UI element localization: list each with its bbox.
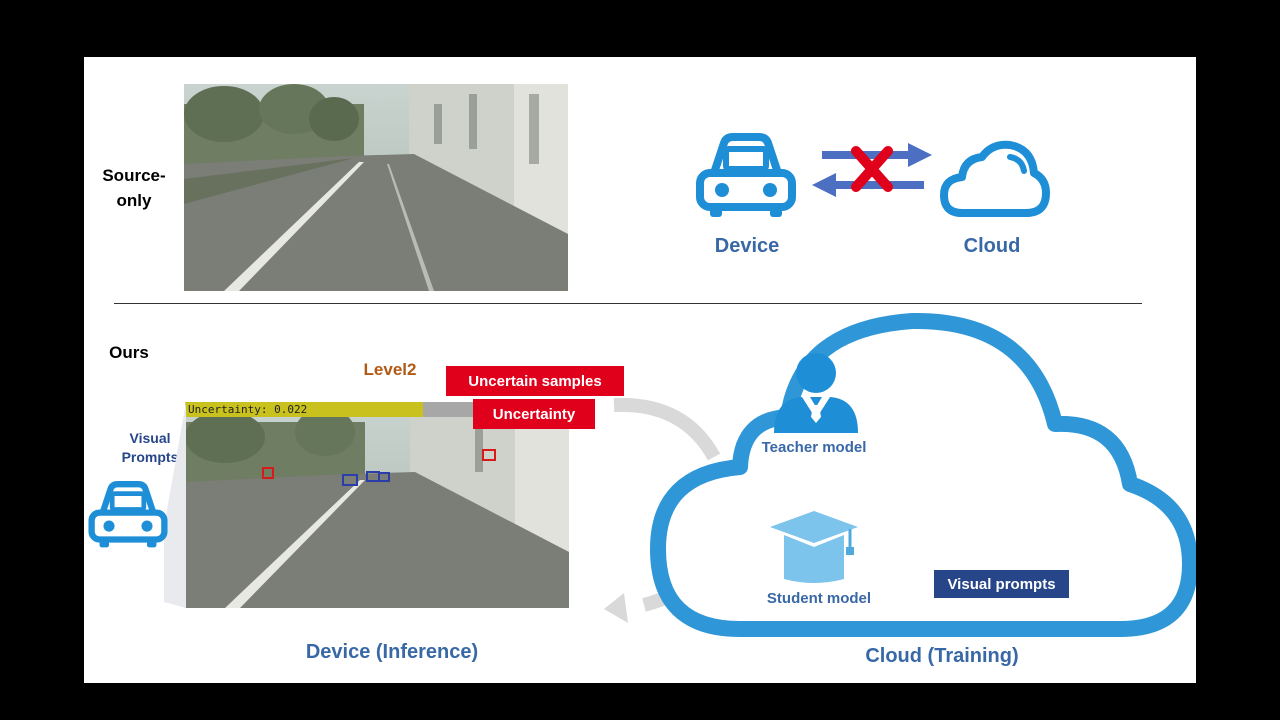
- car-icon-small: [88, 481, 168, 548]
- ours-label: Ours: [109, 343, 149, 362]
- teacher-icon: [774, 353, 858, 433]
- cloud-training-label: Cloud (Training): [865, 645, 1019, 667]
- uncertainty-tag: Uncertainty: [473, 399, 595, 429]
- street-scene-image-bottom: [185, 402, 569, 608]
- blocked-exchange-arrows: [812, 143, 932, 197]
- device-label: Device: [714, 235, 780, 257]
- street-scene-image-top: [184, 84, 568, 291]
- cloud-icon: [940, 140, 1050, 217]
- visual-prompts-side-label: Visual Prompts: [121, 430, 179, 465]
- teacher-model-label: Teacher model: [761, 439, 867, 456]
- slide: Source- only: [84, 57, 1196, 683]
- uncertainty-bar-fill: [185, 402, 423, 417]
- divider-line: [114, 303, 1142, 304]
- device-inference-label: Device (Inference): [305, 641, 479, 663]
- student-model-label: Student model: [766, 590, 872, 607]
- level-label: Level2: [363, 360, 417, 379]
- funnel-shape: [164, 402, 186, 608]
- graduation-cap-icon: [770, 511, 858, 583]
- cloud-label: Cloud: [963, 235, 1021, 257]
- uncertain-samples-tag: Uncertain samples: [446, 366, 624, 396]
- car-icon: [696, 133, 796, 217]
- uncertainty-bar-track: Uncertainty: 0.022: [185, 402, 485, 417]
- uncertainty-readout: Uncertainty: 0.022: [188, 403, 308, 416]
- visual-prompts-tag: Visual prompts: [934, 570, 1069, 598]
- training-cloud-shape: [650, 312, 1196, 637]
- source-only-label: Source- only: [102, 166, 166, 210]
- cross-icon: [851, 146, 893, 192]
